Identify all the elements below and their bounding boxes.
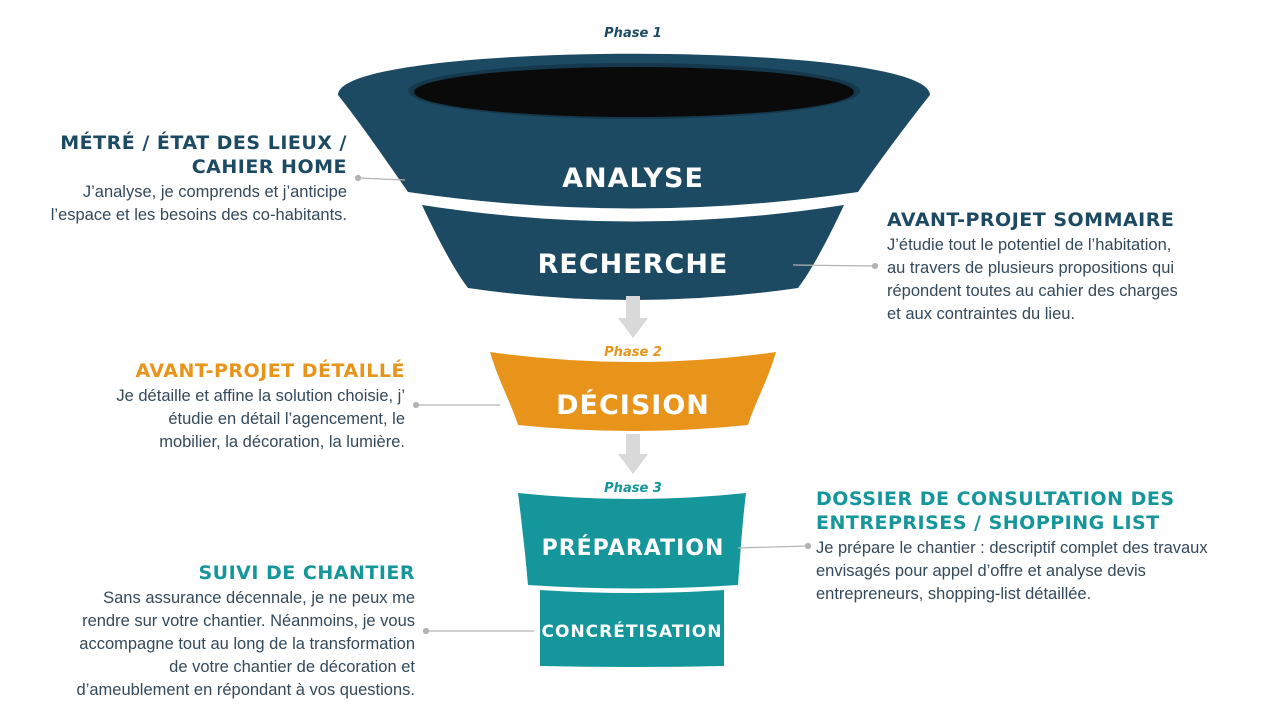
aps-text-line-4: et aux contraintes du lieu. [887, 305, 1076, 323]
phase-2-label: Phase 2 [604, 345, 662, 360]
preparation-label: PRÉPARATION [542, 535, 725, 561]
aps-title: AVANT-PROJET SOMMAIRE [887, 209, 1175, 231]
concretisation-stage [540, 590, 724, 667]
decision-label: DÉCISION [556, 389, 710, 421]
metre-text: J’analyse, je comprends et j’anticipe l’… [0, 181, 347, 227]
metre-title-line-1: MÉTRÉ / ÉTAT DES LIEUX / [60, 132, 347, 154]
metre-block: MÉTRÉ / ÉTAT DES LIEUX / CAHIER HOME J’a… [0, 131, 347, 227]
metre-text-line-1: J’analyse, je comprends et j’anticipe [82, 183, 347, 201]
aps-text: J’étudie tout le potentiel de l’habitati… [887, 234, 1267, 326]
metre-text-line-2: l’espace et les besoins des co-habitants… [50, 206, 347, 224]
dce-text-line-2: envisagés pour appel d’offre et analyse … [816, 562, 1146, 580]
aps-text-line-1: J’étudie tout le potentiel de l’habitati… [887, 236, 1172, 254]
suivi-title: SUIVI DE CHANTIER [198, 562, 415, 584]
phase-3-label: Phase 3 [604, 481, 662, 496]
suivi-text-line-5: d’ameublement en répondant à vos questio… [76, 681, 415, 699]
apd-title: AVANT-PROJET DÉTAILLÉ [135, 360, 405, 382]
down-arrow-1 [618, 296, 648, 338]
suivi-text-line-1: Sans assurance décennale, je ne peux me [103, 589, 415, 607]
dce-title: DOSSIER DE CONSULTATION DES ENTREPRISES … [816, 487, 1276, 535]
decision-stage [490, 352, 776, 431]
phase-1-label: Phase 1 [604, 26, 662, 41]
aps-block: AVANT-PROJET SOMMAIRE J’étudie tout le p… [887, 208, 1267, 326]
suivi-text-line-3: accompagne tout au long de la transforma… [79, 635, 415, 653]
dce-text-line-3: entrepreneurs, shopping-list détaillée. [816, 585, 1092, 603]
apd-text-line-1: Je détaille et affine la solution choisi… [116, 387, 405, 405]
recherche-label: RECHERCHE [538, 249, 729, 280]
apd-text-line-2: étudie en détail l’agencement, le [168, 410, 405, 428]
suivi-block: SUIVI DE CHANTIER Sans assurance décenna… [0, 561, 415, 702]
suivi-text: Sans assurance décennale, je ne peux me … [0, 587, 415, 702]
aps-text-line-2: au travers de plusieurs propositions qui [887, 259, 1175, 277]
suivi-text-line-2: rendre sur votre chantier. Néanmoins, je… [82, 612, 415, 630]
apd-block: AVANT-PROJET DÉTAILLÉ Je détaille et aff… [0, 359, 405, 454]
apd-text: Je détaille et affine la solution choisi… [0, 385, 405, 454]
metre-title: MÉTRÉ / ÉTAT DES LIEUX / CAHIER HOME [0, 131, 347, 179]
dce-text: Je prépare le chantier : descriptif comp… [816, 537, 1276, 606]
suivi-text-line-4: de votre chantier de décoration et [169, 658, 415, 676]
analyse-label: ANALYSE [562, 163, 704, 194]
aps-text-line-3: répondent toutes au cahier des charges [887, 282, 1178, 300]
concretisation-label: CONCRÉTISATION [542, 620, 723, 642]
dce-title-line-1: DOSSIER DE CONSULTATION DES [816, 488, 1175, 510]
preparation-stage [518, 493, 746, 589]
apd-text-line-3: mobilier, la décoration, la lumière. [159, 433, 405, 451]
metre-title-line-2: CAHIER HOME [191, 156, 347, 178]
dce-text-line-1: Je prépare le chantier : descriptif comp… [816, 539, 1208, 557]
connector-lines [354, 174, 879, 635]
down-arrow-2 [618, 434, 648, 474]
recherche-stage [422, 205, 844, 300]
dce-title-line-2: ENTREPRISES / SHOPPING LIST [816, 512, 1160, 534]
dce-block: DOSSIER DE CONSULTATION DES ENTREPRISES … [816, 487, 1276, 606]
